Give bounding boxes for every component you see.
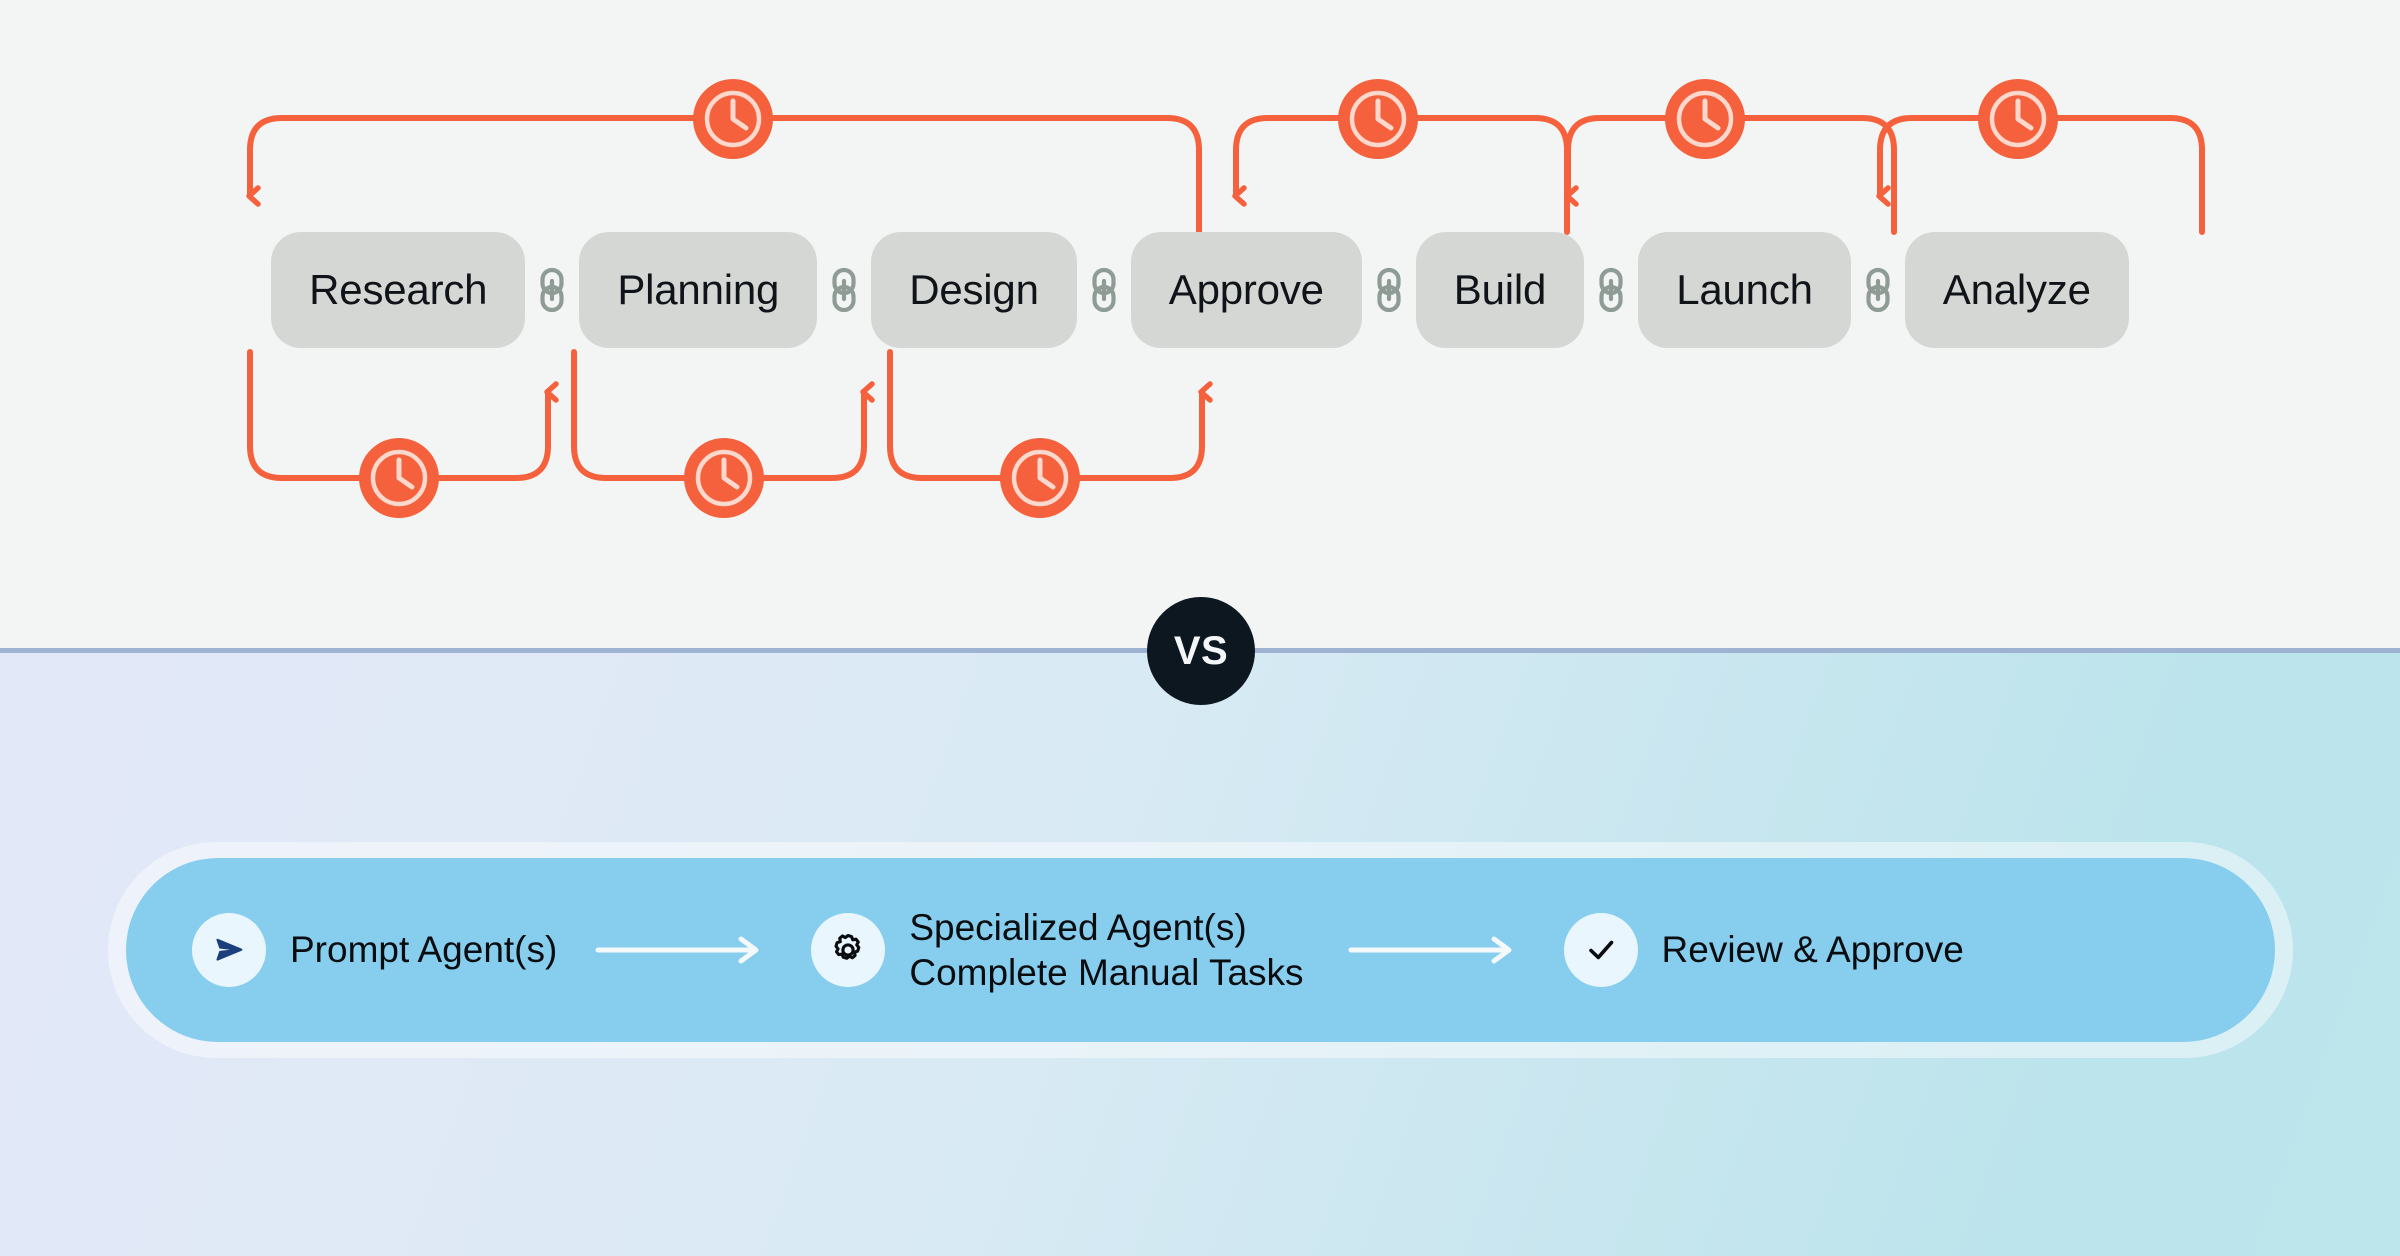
link-icon-5 (1584, 267, 1638, 313)
clock-icon-top-3 (1665, 79, 1745, 159)
stage-label: Analyze (1942, 266, 2091, 313)
stage-label: Launch (1676, 266, 1813, 313)
link-icon-4 (1362, 267, 1416, 313)
stage-design[interactable]: Design (871, 232, 1077, 348)
manual-workflow-loops (246, 79, 2205, 518)
stage-label: Planning (617, 266, 780, 313)
stage-row: Research Planning Design (0, 232, 2400, 348)
agent-step-prompt[interactable]: Prompt Agent(s) (192, 913, 557, 987)
agent-flow-pill: Prompt Agent(s) Specialized Agent(s) Com… (126, 858, 2275, 1042)
check-icon (1563, 913, 1638, 987)
clock-icon-bottom-2 (684, 438, 764, 518)
agent-step-label: Specialized Agent(s) Complete Manual Tas… (909, 906, 1304, 993)
stage-label: Approve (1168, 266, 1324, 313)
stage-research[interactable]: Research (271, 232, 526, 348)
agent-step-label: Review & Approve (1661, 929, 1964, 971)
clock-icon-top-1 (693, 79, 773, 159)
link-icon-6 (1851, 267, 1905, 313)
gear-icon (811, 913, 886, 987)
link-icon-3 (1077, 267, 1131, 313)
vs-badge: VS (1147, 597, 1255, 705)
arrow-right-icon-1 (595, 935, 765, 965)
send-icon (192, 913, 266, 987)
stage-build[interactable]: Build (1415, 232, 1585, 348)
agent-step-label: Prompt Agent(s) (290, 929, 558, 971)
stage-label: Design (909, 266, 1039, 313)
stage-analyze[interactable]: Analyze (1904, 232, 2129, 348)
clock-icon-top-4 (1978, 79, 2058, 159)
stage-label: Build (1453, 266, 1547, 313)
agent-workflow-panel: Prompt Agent(s) Specialized Agent(s) Com… (0, 648, 2400, 1256)
manual-workflow-panel: Research Planning Design (0, 0, 2400, 648)
stage-launch[interactable]: Launch (1638, 232, 1851, 348)
stage-label: Research (309, 266, 488, 313)
clock-icon-top-2 (1338, 79, 1418, 159)
clock-icon-bottom-3 (1000, 438, 1080, 518)
arrow-right-icon-2 (1348, 935, 1518, 965)
stage-approve[interactable]: Approve (1130, 232, 1362, 348)
agent-step-specialized[interactable]: Specialized Agent(s) Complete Manual Tas… (811, 905, 1304, 995)
agent-step-review[interactable]: Review & Approve (1563, 913, 1964, 987)
clock-icon-bottom-1 (359, 438, 439, 518)
stage-planning[interactable]: Planning (579, 232, 818, 348)
vs-label: VS (1173, 628, 1229, 673)
link-icon-1 (525, 267, 579, 313)
link-icon-2 (817, 267, 871, 313)
